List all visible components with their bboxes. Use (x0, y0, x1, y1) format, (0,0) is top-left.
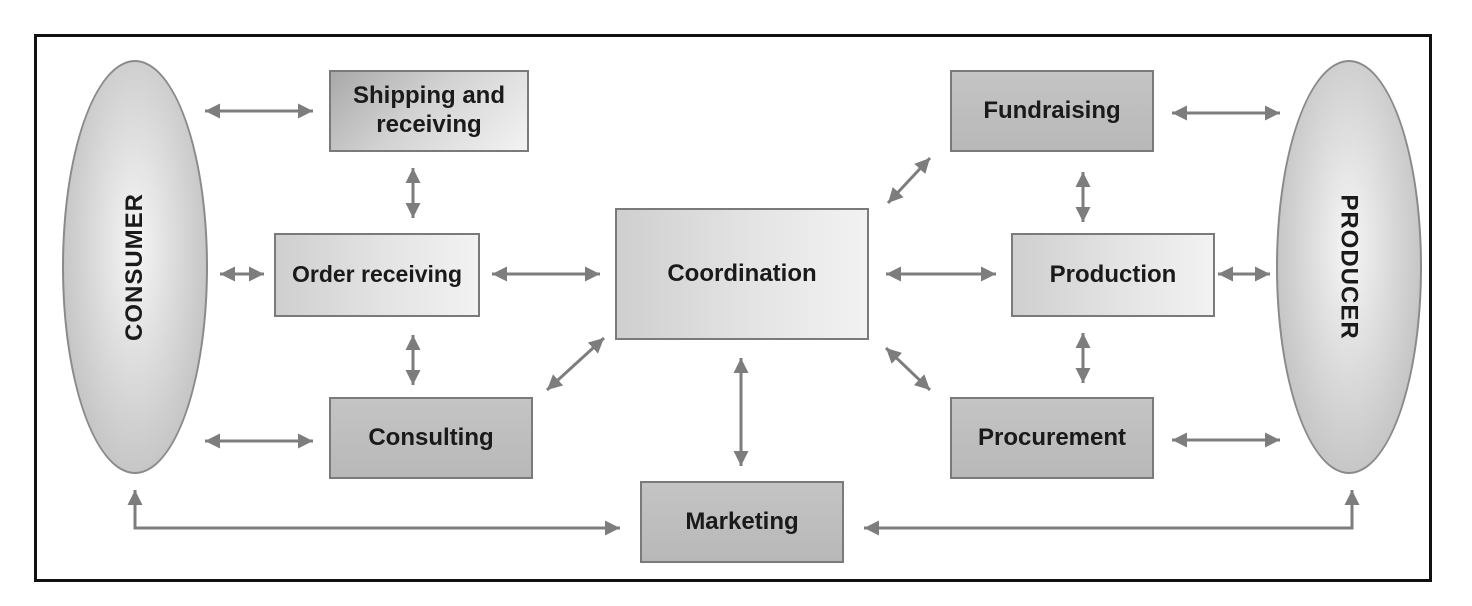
consumer-ellipse: CONSUMER (62, 60, 208, 474)
production-box: Production (1011, 233, 1215, 317)
producer-ellipse: PRODUCER (1276, 60, 1422, 474)
marketing-label: Marketing (685, 507, 799, 535)
fundraising-box: Fundraising (950, 70, 1154, 152)
shipping-and-receiving-label: Shipping and receiving (353, 82, 505, 138)
procurement-box: Procurement (950, 397, 1154, 479)
consulting-label: Consulting (368, 423, 494, 451)
producer-label: PRODUCER (1336, 194, 1363, 340)
procurement-label: Procurement (977, 423, 1127, 451)
order-receiving-label: Order receiving (291, 261, 463, 288)
marketing-box: Marketing (640, 481, 844, 563)
coordination-box: Coordination (615, 208, 869, 340)
shipping-and-receiving-box: Shipping and receiving (329, 70, 529, 152)
coordination-label: Coordination (667, 259, 817, 287)
production-label: Production (1049, 260, 1177, 288)
order-receiving-box: Order receiving (274, 233, 480, 317)
consulting-box: Consulting (329, 397, 533, 479)
fundraising-label: Fundraising (983, 96, 1121, 124)
consumer-label: CONSUMER (121, 192, 149, 342)
